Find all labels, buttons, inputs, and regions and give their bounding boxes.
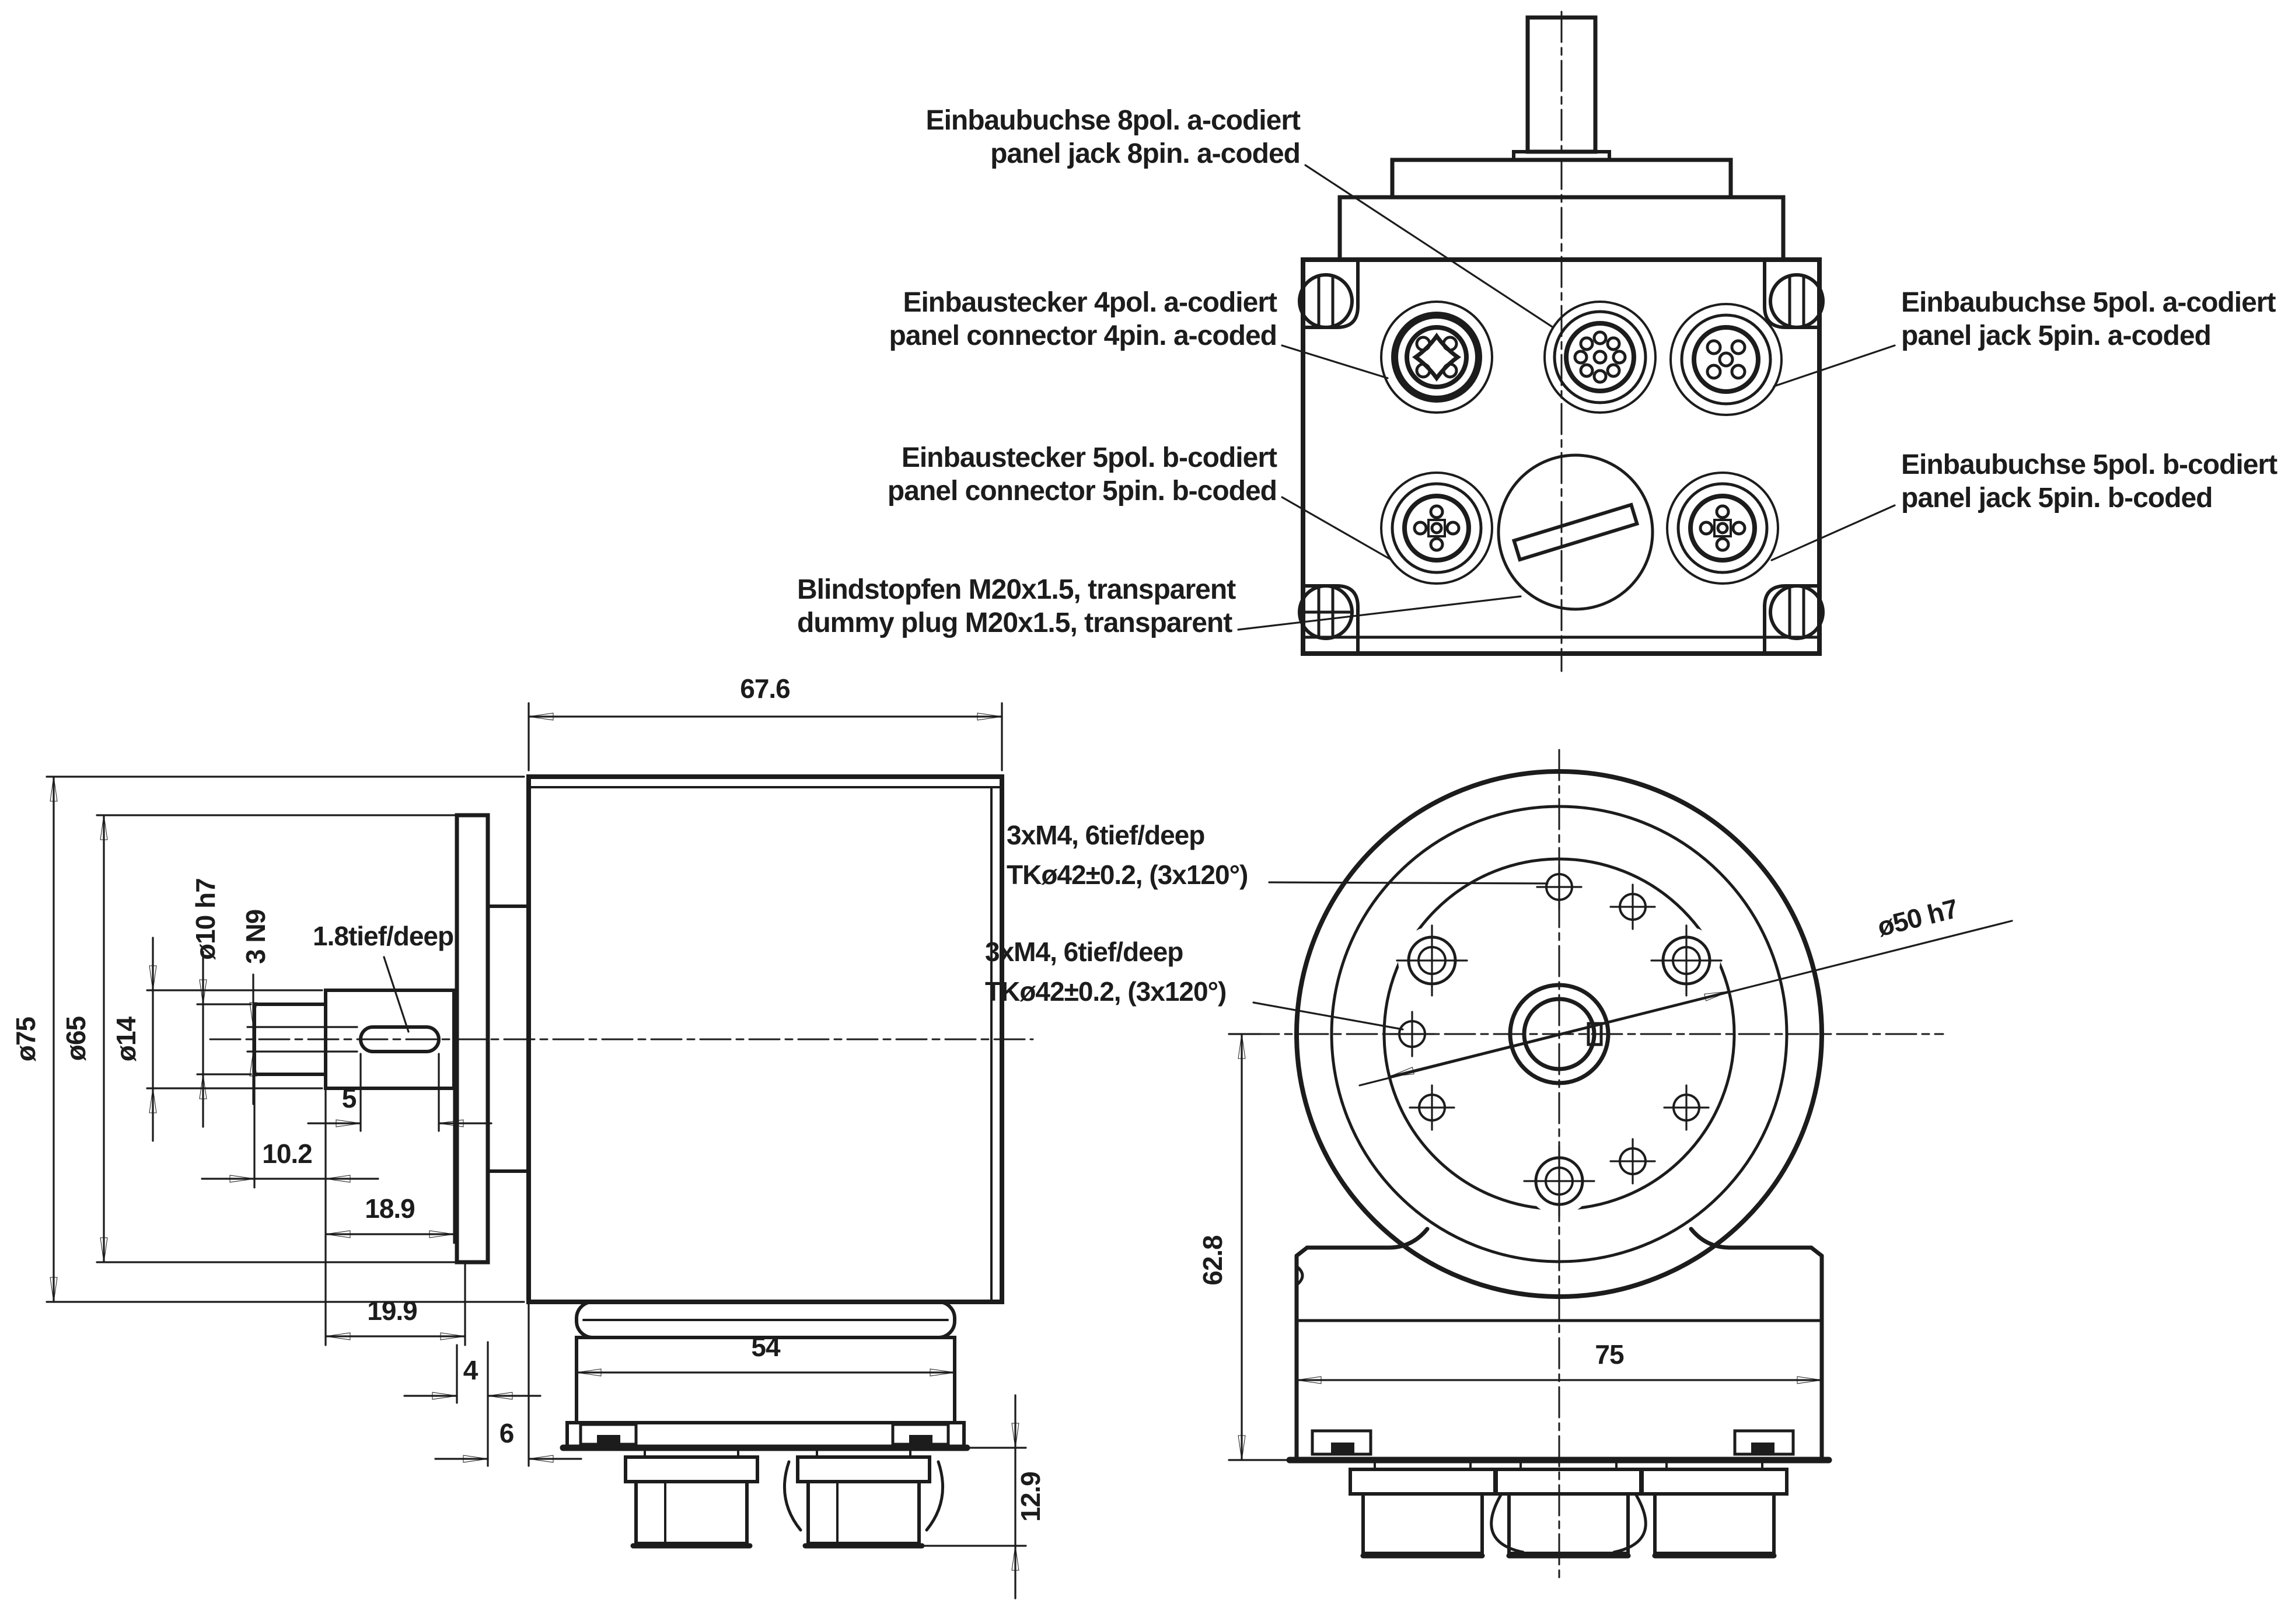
dim-67-6: 67.6 bbox=[528, 673, 1003, 771]
dim-text-d75: ø75 bbox=[11, 1017, 41, 1061]
dim-text-54: 54 bbox=[751, 1332, 781, 1362]
callout-m4b-line2: TKø42±0.2, (3x120°) bbox=[985, 976, 1226, 1007]
m4-hole-small-left bbox=[1389, 1011, 1435, 1057]
clip-left-notch bbox=[597, 1435, 620, 1444]
dim-6: 6 bbox=[434, 1303, 582, 1467]
dim-text-5: 5 bbox=[342, 1083, 357, 1113]
dim-key-width: 3 N9 bbox=[240, 910, 358, 1105]
dim-75: 75 bbox=[1295, 1339, 1823, 1384]
connector-4pin-a-coded bbox=[1380, 301, 1493, 414]
shaft-d14 bbox=[324, 989, 456, 1090]
dim-text-d65: ø65 bbox=[61, 1016, 91, 1061]
body-outer-circle bbox=[1294, 769, 1824, 1299]
callout-conn5b-line1: Einbaustecker 5pol. b-codiert bbox=[902, 442, 1277, 473]
callout-jack5b-line1: Einbaubuchse 5pol. b-codiert bbox=[1901, 449, 2277, 480]
dim-text-4: 4 bbox=[463, 1355, 478, 1385]
shaft-bore bbox=[1508, 983, 1611, 1085]
connector-5pin-a-coded-jack bbox=[1669, 303, 1783, 416]
dim-19-9: 19.9 bbox=[324, 1263, 466, 1346]
front-view: ø50 h7 3xM4, 6tief/deep TKø42±0.2, (3x12… bbox=[985, 749, 2013, 1583]
m4-hole-small-60 bbox=[1609, 883, 1656, 930]
dim-text-67-6: 67.6 bbox=[740, 673, 790, 704]
callout-conn5b-line2: panel connector 5pin. b-coded bbox=[888, 476, 1277, 507]
note-text-key-depth: 1.8tief/deep bbox=[313, 921, 453, 951]
dim-text-key-width: 3 N9 bbox=[240, 910, 271, 964]
cable-connector-front-right bbox=[1640, 1459, 1789, 1559]
callout-jack5b-line2: panel jack 5pin. b-coded bbox=[1901, 483, 2212, 514]
connector-8pin-jack bbox=[1543, 301, 1657, 414]
callout-m4a-line1: 3xM4, 6tief/deep bbox=[1007, 820, 1204, 850]
leader-plug bbox=[1237, 595, 1522, 631]
dim-text-d50: ø50 h7 bbox=[1874, 893, 1961, 942]
keyway-slot bbox=[359, 1025, 441, 1053]
dim-text-d10: ø10 h7 bbox=[190, 878, 221, 960]
callout-m4-top: 3xM4, 6tief/deep TKø42±0.2, (3x120°) bbox=[1007, 820, 1549, 890]
connector-5pin-b-coded-plug bbox=[1380, 472, 1493, 585]
cable-connector-side-right bbox=[783, 1447, 945, 1549]
leader-conn4 bbox=[1281, 344, 1389, 379]
corner-screw-bottom-right bbox=[1763, 584, 1825, 655]
cable-connector-front-left bbox=[1349, 1459, 1497, 1559]
dim-4: 4 bbox=[403, 1341, 542, 1404]
callout-jack8-line1: Einbaubuchse 8pol. a-codiert bbox=[926, 105, 1301, 136]
cable-connector-front-middle bbox=[1490, 1459, 1647, 1559]
m4-hole-large-bottom bbox=[1523, 1145, 1595, 1217]
dim-10-2: 10.2 bbox=[201, 1075, 379, 1346]
corner-screw-top-left bbox=[1298, 258, 1360, 329]
dim-text-10-2: 10.2 bbox=[262, 1138, 312, 1169]
note-key-depth: 1.8tief/deep bbox=[313, 921, 454, 1033]
housing-body-top bbox=[1301, 257, 1822, 656]
dim-d65: ø65 bbox=[61, 814, 456, 1263]
dim-d14: ø14 bbox=[111, 937, 323, 1142]
callout-jack5a-line2: panel jack 5pin. a-coded bbox=[1901, 320, 2211, 351]
side-view: 67.6 ø75 ø65 ø14 bbox=[11, 673, 1046, 1599]
dim-62-8: 62.8 bbox=[1197, 1033, 1291, 1461]
leader-conn5b bbox=[1281, 496, 1391, 560]
dummy-plug-m20 bbox=[1497, 453, 1654, 611]
top-view: Einbaubuchse 8pol. a-codiert panel jack … bbox=[797, 11, 2278, 672]
dim-text-19-9: 19.9 bbox=[367, 1295, 417, 1326]
callout-jack5a-line1: Einbaubuchse 5pol. a-codiert bbox=[1901, 287, 2276, 318]
dim-5: 5 bbox=[307, 1053, 492, 1132]
callout-m4b-line1: 3xM4, 6tief/deep bbox=[985, 937, 1183, 967]
cable-connector-side-left bbox=[624, 1447, 759, 1549]
dim-text-62-8: 62.8 bbox=[1197, 1235, 1228, 1286]
flange-circle-d65 bbox=[1330, 805, 1789, 1263]
leader-jack5a bbox=[1773, 344, 1896, 387]
dim-text-d14: ø14 bbox=[111, 1016, 141, 1061]
corner-screw-bottom-left bbox=[1298, 584, 1360, 655]
connector-5pin-b-coded-jack bbox=[1666, 472, 1779, 585]
callout-plug-line1: Blindstopfen M20x1.5, transparent bbox=[797, 574, 1236, 605]
callout-conn4-line2: panel connector 4pin. a-coded bbox=[889, 320, 1277, 351]
corner-screw-top-right bbox=[1763, 258, 1825, 329]
dim-text-18-9: 18.9 bbox=[365, 1193, 415, 1224]
callout-m4-left: 3xM4, 6tief/deep TKø42±0.2, (3x120°) bbox=[985, 937, 1404, 1031]
dim-text-12-9: 12.9 bbox=[1015, 1472, 1046, 1522]
m4-hole-small-210 bbox=[1409, 1084, 1455, 1131]
dim-d10: ø10 h7 bbox=[190, 878, 252, 1128]
leader-jack5b bbox=[1770, 504, 1896, 561]
dim-18-9: 18.9 bbox=[324, 1089, 455, 1244]
m4-hole-large-left bbox=[1396, 924, 1468, 997]
dim-text-75: 75 bbox=[1595, 1339, 1624, 1370]
m4-hole-small-330 bbox=[1663, 1084, 1710, 1131]
m4-hole-large-right bbox=[1650, 924, 1723, 997]
leader-jack8 bbox=[1304, 164, 1553, 328]
dim-54: 54 bbox=[575, 1332, 956, 1377]
dim-12-9: 12.9 bbox=[921, 1394, 1046, 1599]
dim-d75: ø75 bbox=[11, 776, 525, 1303]
dim-text-6: 6 bbox=[499, 1418, 514, 1448]
m4-hole-small-top bbox=[1536, 864, 1583, 910]
callout-plug-line2: dummy plug M20x1.5, transparent bbox=[797, 607, 1232, 638]
callout-jack8-line2: panel jack 8pin. a-coded bbox=[990, 138, 1300, 169]
clip-right-notch bbox=[909, 1435, 932, 1444]
callout-m4a-line2: TKø42±0.2, (3x120°) bbox=[1007, 860, 1248, 890]
callout-conn4-line1: Einbaustecker 4pol. a-codiert bbox=[903, 287, 1277, 318]
m4-hole-small-300 bbox=[1609, 1138, 1656, 1185]
